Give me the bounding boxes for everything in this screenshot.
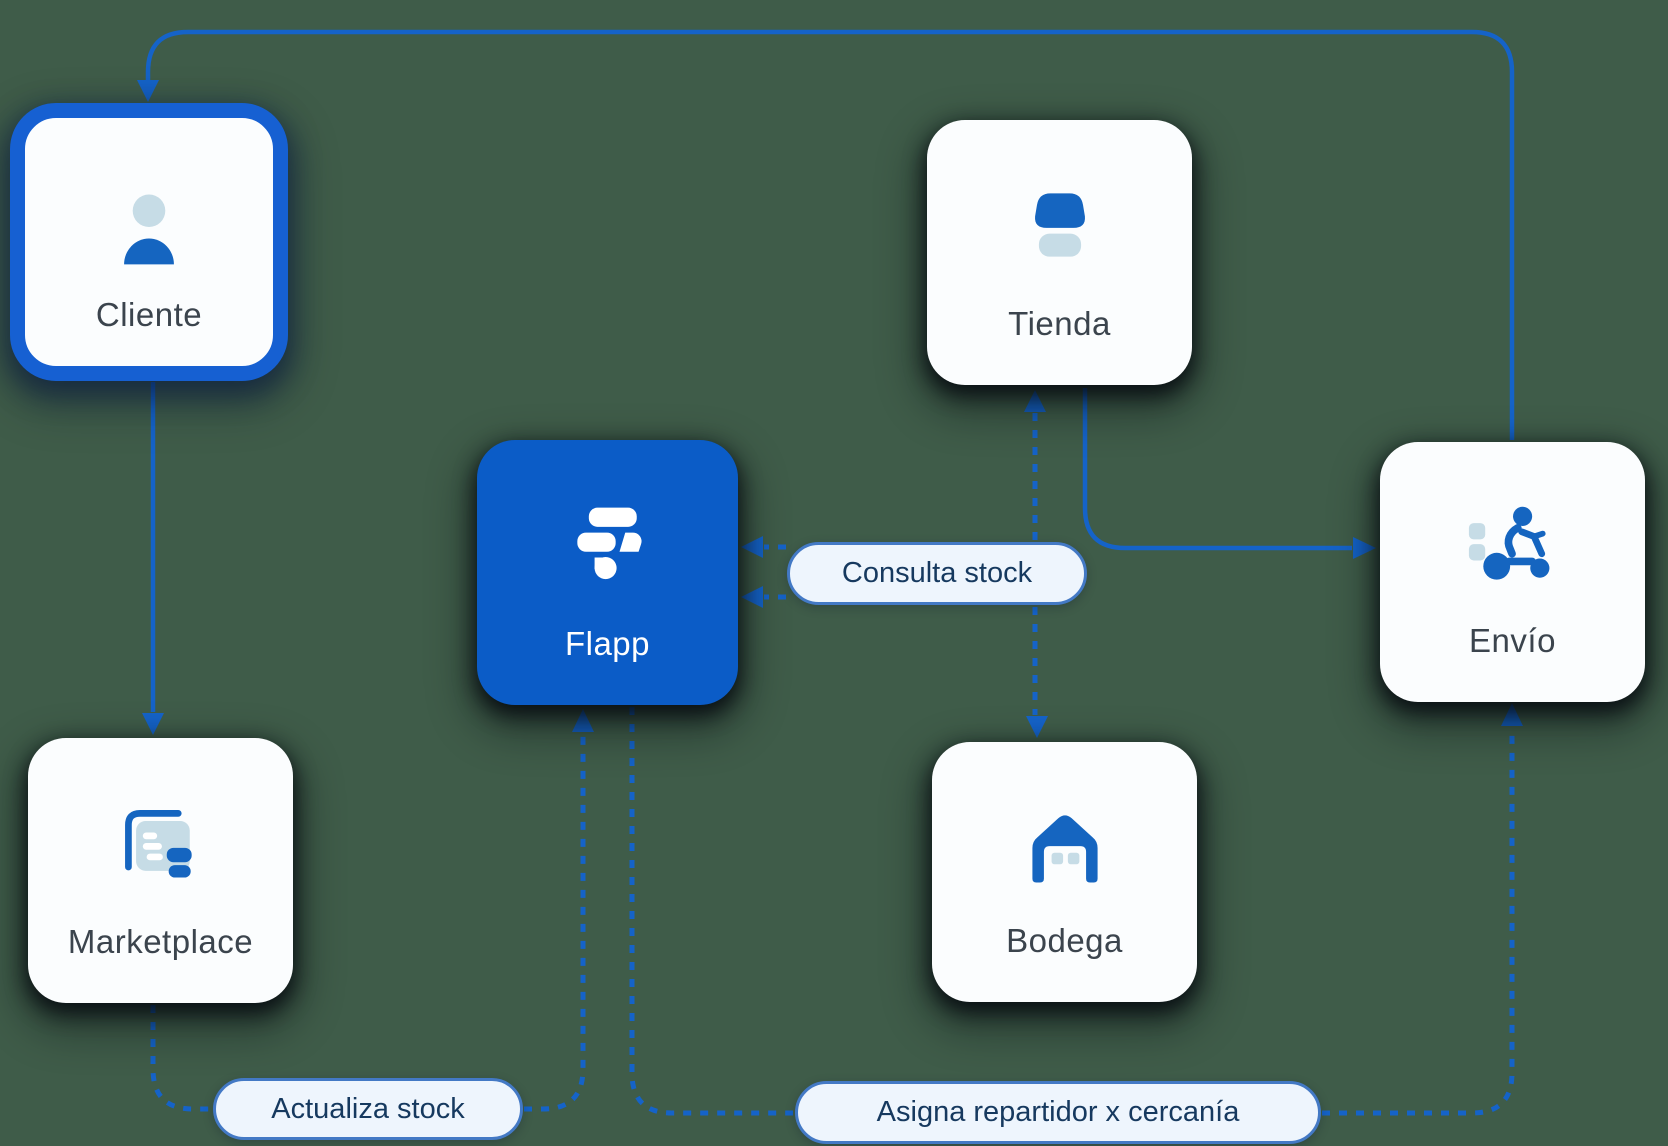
edge-asigna-to-envio — [1322, 727, 1515, 1116]
node-label: Tienda — [1008, 305, 1111, 342]
storefront-icon — [1014, 180, 1106, 277]
arrowhead-into-cliente — [137, 80, 159, 102]
node-card-cliente: Cliente — [10, 103, 288, 381]
node-card-tienda: Tienda — [927, 120, 1192, 385]
node-label: Bodega — [1006, 922, 1123, 959]
edge-label-consulta-stock: Consulta stock — [787, 542, 1087, 605]
arrowhead-into-envio-left — [1353, 537, 1376, 559]
arrowhead-into-marketplace — [142, 713, 164, 735]
arrowhead-into-bodega — [1026, 716, 1048, 738]
marketplace-icon — [115, 798, 207, 895]
node-card-flapp: Flapp — [477, 440, 738, 705]
node-card-envio: Envío — [1380, 442, 1645, 702]
edge-flapp-to-asigna — [629, 707, 793, 1116]
flapp-logo — [562, 500, 654, 597]
node-label: Flapp — [564, 625, 651, 662]
edge-envio-to-cliente — [145, 29, 1515, 440]
arrowhead-into-tienda — [1024, 390, 1046, 412]
edge-tienda-to-envio — [1082, 388, 1352, 551]
delivery-scooter-icon — [1467, 502, 1559, 599]
node-label: Envío — [1469, 622, 1556, 659]
arrowhead-into-flapp-lower — [741, 586, 763, 608]
edge-actualiza-to-flapp — [524, 733, 586, 1112]
arrowhead-into-flapp-bottom — [572, 709, 594, 732]
arrowhead-into-flapp-upper — [741, 536, 763, 558]
edge-marketplace-to-actualiza — [150, 1005, 212, 1112]
edge-label-actualiza-stock: Actualiza stock — [213, 1078, 523, 1140]
node-card-marketplace: Marketplace — [28, 738, 293, 1003]
node-label: Cliente — [95, 296, 203, 333]
warehouse-icon — [1019, 802, 1111, 899]
person-icon — [103, 182, 195, 279]
node-card-bodega: Bodega — [932, 742, 1197, 1002]
arrowhead-into-envio-bottom — [1501, 703, 1523, 726]
edge-label-asigna-repartidor: Asigna repartidor x cercanía — [795, 1081, 1321, 1144]
node-label: Marketplace — [67, 923, 254, 960]
